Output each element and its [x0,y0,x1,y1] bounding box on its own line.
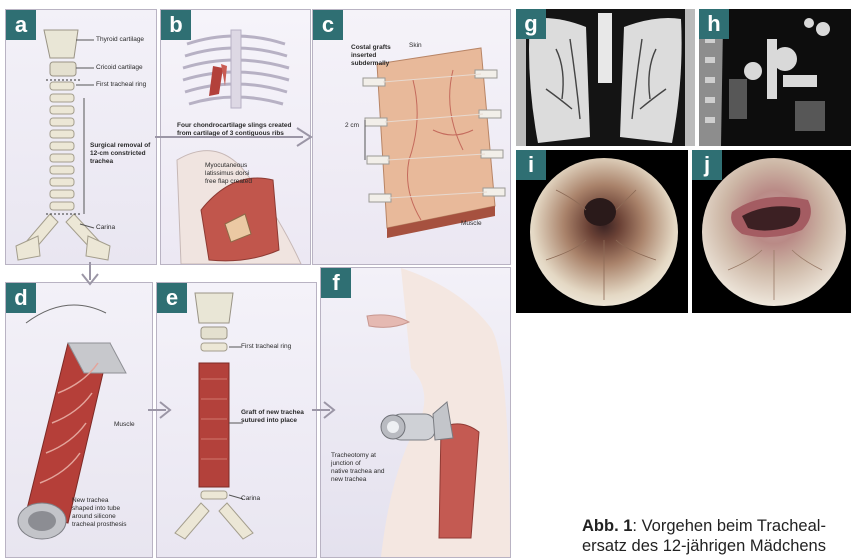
panel-d: d Muscle New trachea shaped into tube ar… [5,282,153,558]
label-first-tracheal-ring-e: First tracheal ring [241,343,291,351]
panel-g-tag: g [516,9,546,39]
caption-line-2: ersatz des 12-jährigen Mädchens [582,536,858,556]
caption-text: : Vorgehen beim Tracheal- [632,517,826,535]
panel-e: e First tracheal ring Graft of new trach… [156,282,317,558]
arrow-d-to-e [148,398,172,422]
label-graft-sutured: Graft of new trachea sutured into place [241,409,304,425]
label-tracheotomy: Tracheotomy at junction of native trache… [331,452,384,484]
panel-b-tag: b [161,10,191,40]
panel-j-tag: j [692,150,722,180]
label-skin: Skin [409,42,422,50]
label-new-trachea-tube: New trachea shaped into tube around sili… [72,497,127,529]
arrow-a-to-c [155,122,315,152]
label-carina: Carina [96,224,115,232]
panel-a-tag: a [6,10,36,40]
label-muscle: Muscle [461,220,482,228]
panel-j: j [692,150,851,313]
caption-label: Abb. 1 [582,517,632,535]
panel-h-tag: h [699,9,729,39]
label-carina-e: Carina [241,495,260,503]
label-thyroid-cartilage: Thyroid cartilage [96,36,144,44]
panel-f: f Tracheotomy at junction of native trac… [320,267,511,558]
label-surgical-removal: Surgical removal of 12-cm constricted tr… [90,142,150,166]
panel-i-tag: i [516,150,546,180]
panel-g: g [516,9,695,146]
label-muscle-d: Muscle [114,421,135,429]
panel-c-tag: c [313,10,343,40]
figure-caption: Abb. 1: Vorgehen beim Tracheal- ersatz d… [582,516,858,556]
tracheotomy-illustration [321,268,510,557]
panel-c: c Costal grafts inserted subdermally Ski… [312,9,511,265]
label-costal-grafts: Costal grafts inserted subdermally [351,44,391,68]
arrow-e-to-f [312,398,336,422]
trachea-illustration [6,10,156,264]
label-2-cm: 2 cm [345,122,359,130]
arrow-a-to-d [78,262,102,288]
panel-d-tag: d [6,283,36,313]
panel-i: i [516,150,688,313]
panel-h: h [699,9,851,146]
panel-e-tag: e [157,283,187,313]
label-first-tracheal-ring: First tracheal ring [96,81,146,89]
label-latissimus-flap: Myocutaneous latissimus dorsi free flap … [205,162,252,186]
panel-a: a Thyroid cartilage Cricoid cartilage Fi… [5,9,157,265]
label-cricoid-cartilage: Cricoid cartilage [96,64,143,72]
panel-f-tag: f [321,268,351,298]
